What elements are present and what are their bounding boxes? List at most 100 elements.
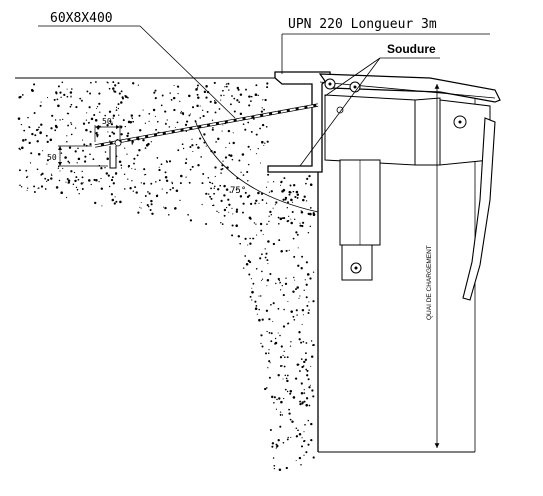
speckle (169, 188, 172, 191)
speckle (85, 128, 88, 132)
speckle (286, 379, 289, 383)
speckle (189, 145, 192, 149)
speckle (134, 168, 136, 170)
speckle (231, 207, 233, 209)
speckle (305, 451, 308, 454)
speckle (213, 192, 215, 195)
speckle (292, 237, 295, 240)
speckle (303, 360, 306, 364)
speckle (101, 205, 103, 207)
speckle (257, 94, 259, 97)
speckle (268, 332, 271, 334)
speckle (173, 108, 176, 112)
speckle (253, 222, 256, 224)
speckle (236, 86, 240, 90)
speckle (57, 167, 60, 169)
dim-vertical-label: 50 (47, 153, 57, 162)
speckle (177, 149, 180, 152)
speckle (110, 178, 114, 182)
speckle (154, 89, 157, 92)
speckle (237, 235, 241, 238)
speckle (96, 107, 98, 110)
speckle (46, 163, 48, 165)
speckle (305, 368, 308, 371)
speckle (146, 204, 149, 207)
speckle (37, 128, 39, 131)
speckle (266, 387, 268, 389)
speckle (153, 91, 156, 94)
speckle (290, 198, 293, 202)
speckle (309, 225, 312, 228)
speckle (307, 443, 310, 446)
speckle (255, 133, 258, 136)
speckle (269, 272, 272, 276)
speckle (44, 177, 47, 180)
speckle (283, 350, 285, 353)
speckle (100, 177, 102, 180)
speckle (300, 267, 303, 270)
speckle (278, 397, 281, 400)
speckle (138, 129, 142, 132)
speckle (258, 308, 260, 311)
speckle (284, 282, 288, 286)
speckle (223, 208, 227, 212)
speckle (196, 93, 199, 96)
speckle (308, 386, 311, 389)
dock-height-dimension: QUAI DE CHARGEMENT (426, 84, 440, 448)
speckle (217, 137, 220, 141)
speckle (152, 108, 156, 112)
speckle (294, 279, 296, 281)
speckle (46, 97, 49, 99)
speckle (40, 185, 44, 188)
speckle (100, 187, 104, 190)
speckle (229, 191, 232, 193)
speckle (129, 187, 132, 190)
speckle (50, 177, 53, 180)
speckle (282, 188, 286, 192)
speckle (75, 186, 78, 189)
speckle (86, 90, 89, 93)
speckle (54, 119, 57, 121)
speckle (261, 199, 264, 201)
speckle (89, 92, 92, 95)
speckle (27, 187, 29, 189)
speckle (199, 137, 202, 140)
speckle (242, 267, 245, 269)
speckle (39, 131, 42, 134)
speckle (196, 104, 199, 108)
speckle (203, 133, 206, 136)
speckle (199, 105, 201, 107)
speckle (273, 467, 276, 470)
speckle (300, 382, 303, 385)
speckle (283, 397, 285, 400)
speckle (19, 95, 22, 99)
dock-height-label: QUAI DE CHARGEMENT (426, 245, 433, 320)
speckle (268, 360, 271, 363)
speckle (26, 189, 28, 191)
speckle (300, 341, 303, 344)
speckle (65, 181, 67, 183)
speckle (302, 198, 305, 202)
speckle (280, 184, 282, 186)
speckle (147, 205, 150, 208)
speckle (272, 321, 274, 323)
speckle (136, 154, 139, 157)
speckle (231, 158, 234, 161)
speckle (239, 195, 243, 198)
speckle (295, 435, 299, 438)
speckle (67, 182, 70, 184)
speckle (310, 340, 313, 342)
speckle (310, 422, 313, 426)
speckle (267, 352, 270, 354)
speckle (51, 174, 53, 176)
speckle (164, 171, 167, 174)
speckle (265, 309, 269, 312)
speckle (254, 93, 258, 96)
speckle (25, 176, 28, 179)
speckle (282, 378, 284, 380)
speckle (266, 279, 270, 282)
speckle (277, 222, 280, 225)
speckle (258, 202, 260, 204)
speckle (49, 138, 53, 142)
speckle (107, 174, 110, 177)
